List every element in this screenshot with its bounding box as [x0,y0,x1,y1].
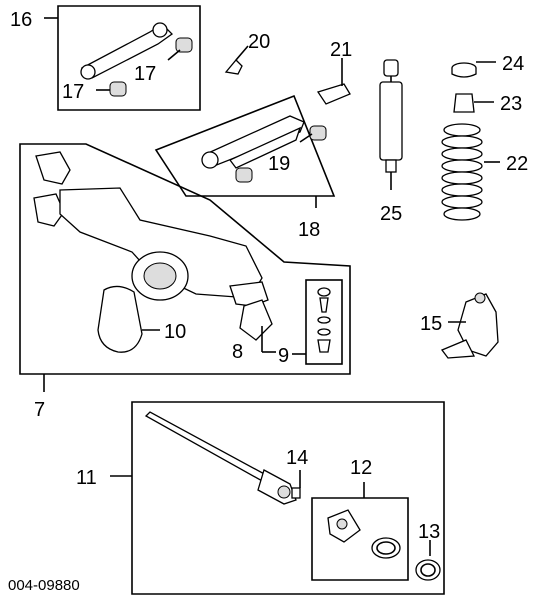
bushing-upper-right [175,37,193,53]
callout-10: 10 [164,321,186,343]
lower-control-arm-group: 16 17 17 [10,5,201,111]
callout-9: 9 [278,345,289,367]
callout-8: 8 [232,341,243,363]
u-joint-seal [371,537,401,559]
bracket-clip: 20 [224,31,270,75]
callout-21: 21 [330,39,352,61]
bushing-lower-left [109,81,127,97]
spring-isolator: 24 [451,53,524,78]
differential-cover: 10 [97,285,186,353]
callout-25: 25 [380,203,402,225]
u-joint-box: 12 [311,457,409,581]
group-16-box [57,5,201,111]
group-18-box [154,94,336,197]
upper-control-arm-group: 18 19 [154,94,336,241]
bushing-upper-arm-right [309,125,327,141]
callout-23: 23 [500,93,522,115]
axle-shaft [144,411,297,505]
callout-20: 20 [248,31,270,53]
track-bar-bracket: 21 [316,39,352,105]
callout-17-right: 17 [134,63,156,85]
callout-13: 13 [418,521,440,543]
axle-housing [33,151,273,341]
group-7-box [19,143,351,375]
callout-15: 15 [420,313,442,335]
diagram-code: 004-09880 [8,577,80,594]
callout-16: 16 [10,9,32,31]
steering-knuckle: 15 [420,292,499,359]
pinion-kit-box: 9 [278,279,343,367]
callout-11: 11 [76,467,97,489]
coil-spring: 22 [441,123,528,221]
callout-24: 24 [502,53,524,75]
callout-19: 19 [268,153,290,175]
axle-seal: 13 [415,521,441,581]
lower-control-arm [80,22,174,80]
jounce-bumper: 23 [453,93,522,115]
callout-18: 18 [298,219,320,241]
bushing-upper-arm-left [235,167,253,183]
track-bar-mount [239,299,273,341]
callout-14: 14 [286,447,308,469]
axle-assembly-group: 7 10 8 9 [19,143,351,421]
shock-absorber: 25 [379,59,403,225]
axle-shaft-group: 11 14 12 13 [76,401,445,595]
callout-17-left: 17 [62,81,84,103]
group-11-box [131,401,445,595]
bolt-14: 14 [286,447,308,499]
upper-control-arm [201,115,305,169]
callout-7: 7 [34,399,45,421]
callout-22: 22 [506,153,528,175]
callout-12: 12 [350,457,372,479]
